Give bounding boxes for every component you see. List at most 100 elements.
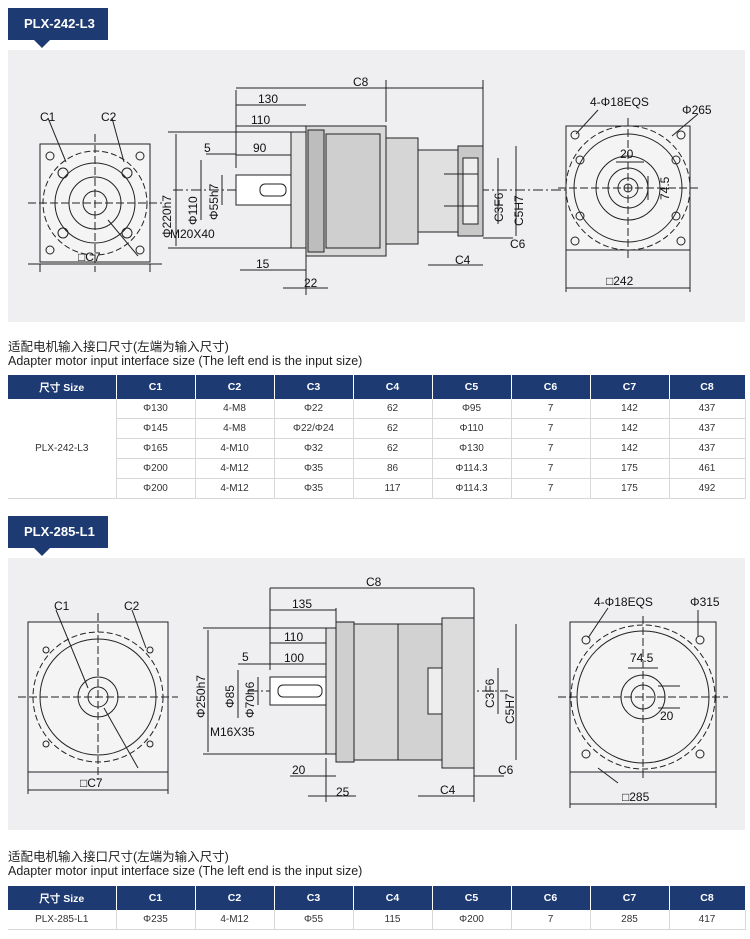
label-c1: C1 [54, 599, 70, 613]
header-c7: C7 [590, 375, 670, 399]
header-c3: C3 [274, 375, 354, 399]
section-tag-plx-285-l1: PLX-285-L1 [8, 516, 108, 556]
caption-cn-1: 适配电机输入接口尺寸(左端为输入尺寸) [8, 340, 229, 354]
cell: 62 [352, 438, 433, 459]
label-c6: C6 [510, 237, 526, 251]
table-row: PLX-285-L1 Φ235 4-M12 Φ55 115 Φ200 7 285… [8, 910, 746, 930]
cell: Φ22 [273, 399, 354, 419]
label-110: 110 [284, 630, 303, 644]
technical-drawing-plx-285-l1: C1 C2 □C7 C8 135 110 5 100 Φ250h7 Φ85 Φ7… [8, 558, 745, 830]
table-row: Φ165 4-M10 Φ32 62 Φ130 7 142 437 [8, 438, 746, 459]
cell: Φ200 [115, 478, 196, 499]
size-cell: PLX-242-L3 [8, 399, 117, 499]
label-phi265: Φ265 [682, 103, 712, 117]
cell: 62 [352, 399, 433, 419]
cell: Φ114.3 [431, 478, 512, 499]
cell: 7 [510, 399, 591, 419]
label-20: 20 [620, 147, 634, 161]
cell: Φ145 [115, 418, 196, 439]
label-c1: C1 [40, 110, 56, 124]
label-m20: M20X40 [170, 227, 215, 241]
cell: Φ114.3 [431, 458, 512, 479]
cell: 437 [668, 438, 746, 459]
cell: 285 [589, 910, 670, 930]
label-holes: 4-Φ18EQS [590, 95, 649, 109]
label-74-5: 74.5 [630, 651, 654, 665]
cell: 62 [352, 418, 433, 439]
cell: Φ35 [273, 478, 354, 499]
label-phi220: Φ220h7 [160, 195, 174, 238]
header-c6: C6 [511, 886, 591, 910]
header-c2: C2 [195, 886, 275, 910]
cell: 437 [668, 418, 746, 439]
header-c1: C1 [116, 375, 196, 399]
spec-table-1: 尺寸 Size C1 C2 C3 C4 C5 C6 C7 C8 PLX-242-… [8, 375, 746, 499]
label-phi70: Φ70h6 [243, 681, 257, 718]
label-74-5: 74.5 [658, 176, 672, 200]
cell: 142 [589, 399, 670, 419]
cell: Φ235 [115, 910, 196, 930]
cell: 142 [589, 418, 670, 439]
section-tag-plx-242-l3: PLX-242-L3 [8, 8, 108, 48]
cell: 86 [352, 458, 433, 479]
header-c2: C2 [195, 375, 275, 399]
table-row: Φ145 4-M8 Φ22/Φ24 62 Φ110 7 142 437 [8, 418, 746, 439]
drawing-svg-1: C1 C2 □C7 C8 130 110 5 90 Φ220h7 Φ110 Φ5… [28, 75, 712, 295]
cell: 417 [668, 910, 746, 930]
label-phi315: Φ315 [690, 595, 720, 609]
label-c5: C5H7 [503, 693, 517, 724]
cell: Φ130 [115, 399, 196, 419]
label-sq242: □242 [606, 274, 634, 288]
spec-table-2: 尺寸 Size C1 C2 C3 C4 C5 C6 C7 C8 PLX-285-… [8, 886, 746, 930]
cell: 4-M12 [194, 458, 275, 479]
table-header-row: 尺寸 Size C1 C2 C3 C4 C5 C6 C7 C8 [8, 375, 746, 399]
cell: 4-M12 [194, 478, 275, 499]
header-c6: C6 [511, 375, 591, 399]
cell: Φ32 [273, 438, 354, 459]
label-5: 5 [242, 650, 249, 664]
cell: 7 [510, 438, 591, 459]
table-row: PLX-242-L3 Φ130 4-M8 Φ22 62 Φ95 7 142 43… [8, 399, 746, 499]
label-c8: C8 [366, 575, 382, 589]
table-header-row: 尺寸 Size C1 C2 C3 C4 C5 C6 C7 C8 [8, 886, 746, 910]
cell: 4-M8 [194, 418, 275, 439]
label-25: 25 [336, 785, 350, 799]
label-20: 20 [292, 763, 306, 777]
label-5: 5 [204, 141, 211, 155]
cell: Φ22/Φ24 [273, 418, 354, 439]
cell: 7 [510, 910, 591, 930]
header-c8: C8 [669, 375, 746, 399]
cell: 461 [668, 458, 746, 479]
cell: 437 [668, 399, 746, 419]
label-c3: C3F6 [483, 678, 497, 708]
label-phi55: Φ55h7 [207, 183, 221, 220]
label-15: 15 [256, 257, 270, 271]
caption-en-2: Adapter motor input interface size (The … [8, 864, 363, 878]
technical-drawing-plx-242-l3: C1 C2 □C7 C8 130 110 5 90 Φ220h7 Φ110 Φ5… [8, 50, 745, 322]
label-c2: C2 [124, 599, 140, 613]
cell: 175 [589, 458, 670, 479]
header-c4: C4 [353, 886, 433, 910]
label-100: 100 [284, 651, 304, 665]
label-135: 135 [292, 597, 312, 611]
cell: 7 [510, 418, 591, 439]
cell: 4-M12 [194, 910, 275, 930]
table-row: Φ200 4-M12 Φ35 117 Φ114.3 7 175 492 [8, 478, 746, 499]
cell: Φ165 [115, 438, 196, 459]
cell: 4-M10 [194, 438, 275, 459]
cell: 492 [668, 478, 746, 499]
label-phi85: Φ85 [223, 685, 237, 708]
header-c4: C4 [353, 375, 433, 399]
label-c7: □C7 [78, 250, 101, 264]
cell: Φ55 [273, 910, 354, 930]
output-shaft [235, 174, 292, 206]
label-c7: □C7 [80, 776, 103, 790]
drawing-svg-2: C1 C2 □C7 C8 135 110 5 100 Φ250h7 Φ85 Φ7… [18, 575, 728, 808]
cell: Φ110 [431, 418, 512, 439]
label-phi110: Φ110 [186, 196, 200, 225]
header-c8: C8 [669, 886, 746, 910]
cell: 7 [510, 458, 591, 479]
cell: Φ35 [273, 458, 354, 479]
label-phi250: Φ250h7 [194, 675, 208, 718]
size-cell: PLX-285-L1 [8, 910, 117, 930]
